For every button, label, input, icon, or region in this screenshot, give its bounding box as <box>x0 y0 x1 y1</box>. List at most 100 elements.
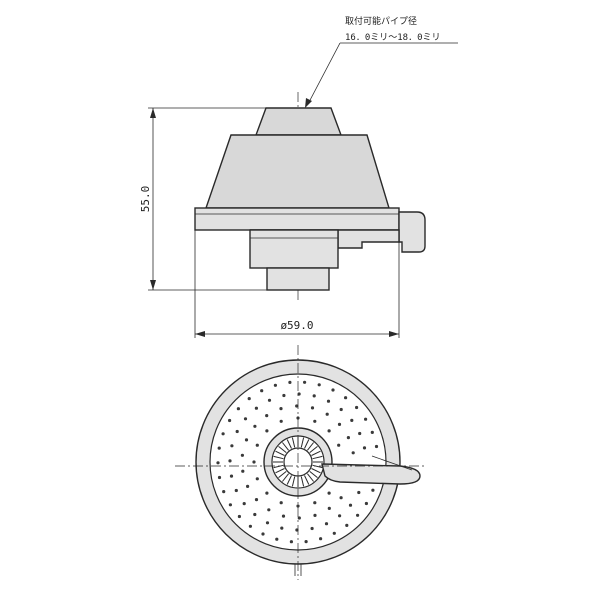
spray-hole <box>310 406 315 410</box>
annotation-title: 取付可能パイプ径 <box>345 15 417 27</box>
lever-arm <box>321 463 421 485</box>
spray-hole <box>242 502 246 506</box>
spray-hole <box>267 508 271 512</box>
spray-hole <box>282 393 286 398</box>
bottom-notch <box>294 564 302 576</box>
spray-hole <box>312 394 316 398</box>
spray-hole <box>279 419 283 423</box>
spray-hole <box>319 537 323 541</box>
spray-hole <box>241 469 245 473</box>
spray-hole <box>236 407 240 411</box>
spray-hole <box>370 430 374 434</box>
spray-hole <box>358 431 362 436</box>
spray-hole <box>243 417 248 421</box>
spray-hole <box>325 412 329 416</box>
spray-hole <box>288 380 292 384</box>
diameter-arrow-left <box>195 331 205 337</box>
aerator-rib <box>291 476 296 487</box>
spray-hole <box>304 540 308 544</box>
spray-hole <box>374 444 379 449</box>
spray-hole <box>246 484 250 488</box>
spray-hole <box>357 490 361 495</box>
aerator-rib <box>309 471 318 478</box>
spray-hole <box>355 405 359 410</box>
lower-connector <box>249 229 339 269</box>
bottom-view <box>175 345 425 580</box>
spray-hole <box>235 429 239 434</box>
aerator-rib <box>311 468 321 474</box>
spray-hole <box>313 501 317 505</box>
aerator-rib <box>311 450 321 456</box>
spray-hole <box>265 491 269 495</box>
spray-hole <box>295 404 299 408</box>
spray-hole <box>254 406 258 410</box>
aerator-rib <box>282 473 289 482</box>
spray-hole <box>265 521 270 525</box>
spray-hole <box>350 418 354 422</box>
spray-hole <box>248 524 252 528</box>
spray-hole <box>303 380 307 384</box>
spray-hole <box>228 459 232 463</box>
spray-hole <box>332 531 336 535</box>
spray-hole <box>327 429 331 433</box>
spray-hole <box>362 446 367 450</box>
spray-hole <box>317 383 321 387</box>
spray-hole <box>327 506 331 510</box>
spray-hole <box>337 422 342 426</box>
lever-edge-line <box>371 455 413 471</box>
aerator-rib <box>286 475 292 485</box>
spray-hole <box>296 504 300 508</box>
spray-hole <box>261 532 265 536</box>
side-tab <box>398 211 426 253</box>
spray-hole <box>351 451 355 455</box>
spray-hole <box>279 407 283 411</box>
spray-hole <box>289 540 293 544</box>
spray-hole <box>344 396 348 400</box>
spray-hole <box>324 522 329 526</box>
aerator-rib <box>309 446 318 453</box>
spray-hole <box>339 496 343 500</box>
leader-arrowhead <box>305 98 312 108</box>
leader-line <box>307 42 341 105</box>
height-arrow-top <box>150 108 156 118</box>
aerator-rib <box>307 442 314 451</box>
diameter-dimension-label: ø59.0 <box>280 319 313 332</box>
spray-hole <box>253 424 257 428</box>
spray-hole <box>313 419 317 423</box>
spray-hole <box>240 453 244 457</box>
spray-hole <box>273 383 277 387</box>
spout <box>266 267 330 291</box>
spray-hole <box>327 491 331 495</box>
spray-hole <box>345 523 349 528</box>
aerator-rib <box>282 442 289 451</box>
spray-hole <box>253 512 257 517</box>
spray-hole <box>228 418 232 423</box>
spray-hole <box>279 501 283 505</box>
aerator-rib <box>304 439 310 449</box>
annotation-range: 16．0ミリ～18．0ミリ <box>345 33 441 43</box>
spray-hole <box>252 460 256 464</box>
spray-hole <box>313 513 317 518</box>
spray-hole <box>348 503 353 507</box>
top-cap <box>254 107 343 136</box>
aerator-rib <box>273 464 284 469</box>
spray-hole <box>280 526 284 530</box>
spray-hole <box>297 516 301 520</box>
aerator-rib <box>300 437 305 448</box>
spray-hole <box>265 429 269 433</box>
spray-hole <box>371 488 375 492</box>
spray-hole <box>267 398 272 402</box>
spray-hole <box>356 513 360 517</box>
aerator-rib <box>291 437 296 448</box>
spray-hole <box>221 432 225 436</box>
aerator-rib <box>307 473 314 482</box>
spray-hole <box>228 503 232 507</box>
spray-hole <box>275 537 279 541</box>
spray-hole <box>364 501 368 506</box>
spray-hole <box>326 399 331 403</box>
spray-hole <box>237 514 241 519</box>
spray-hole <box>337 443 341 447</box>
spray-hole <box>331 388 335 392</box>
aerator-rib <box>275 468 285 474</box>
